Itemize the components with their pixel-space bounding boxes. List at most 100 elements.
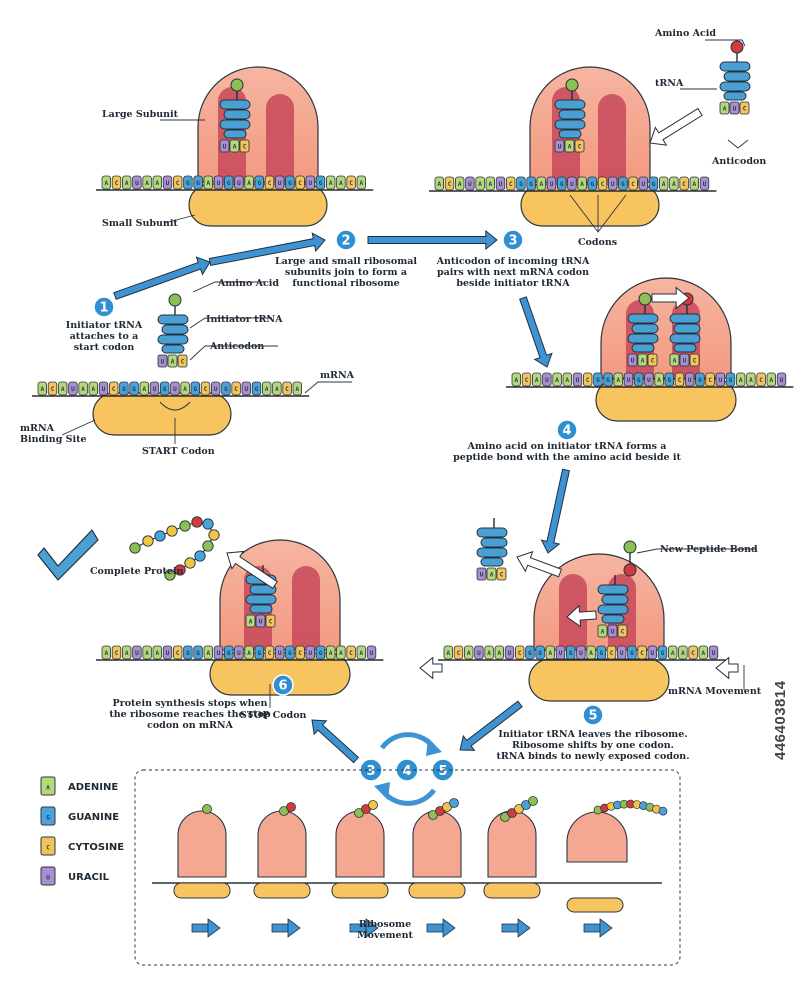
nucleotide-letter: U: [712, 650, 716, 657]
step-2-text: subunits join to form a: [285, 267, 407, 278]
nucleotide-letter: U: [214, 386, 218, 393]
nucleotide: [606, 645, 617, 660]
nucleotide: [495, 176, 506, 191]
anticodon-letter: C: [693, 358, 697, 365]
nucleotide-letter: A: [155, 650, 159, 657]
movement-arrow: [191, 923, 209, 933]
flow-arrow: [208, 232, 326, 267]
anticodon-letter: C: [578, 144, 582, 151]
nucleotide-letter: U: [166, 180, 170, 187]
flow-arrow: [540, 468, 571, 554]
nucleotide: [162, 645, 173, 660]
nucleotide: [525, 645, 535, 660]
nucleotide-letter: U: [579, 650, 583, 657]
nucleotide: [101, 645, 112, 660]
nucleotide: [159, 381, 170, 396]
mini-small-subunit: [408, 882, 466, 899]
trna-loop: [719, 81, 751, 92]
anticodon-letter: A: [568, 144, 572, 151]
nucleotide: [203, 175, 214, 190]
nucleotide: [674, 372, 685, 387]
nucleotide-letter: C: [268, 180, 272, 187]
nucleotide-letter: A: [145, 180, 149, 187]
nucleotide-letter: A: [339, 180, 343, 187]
nucleotide: [58, 381, 68, 396]
stock-id: 446403814: [772, 680, 789, 760]
legend-swatch: [40, 836, 56, 856]
nucleotide-letter: C: [349, 180, 353, 187]
nucleotide: [644, 372, 654, 387]
step-badge-5: 5: [582, 704, 604, 726]
step-circle: [502, 229, 524, 251]
nucleotide-letter: G: [224, 386, 228, 393]
nucleotide-letter: A: [339, 650, 343, 657]
nucleotide: [122, 175, 132, 190]
nucleotide: [577, 176, 587, 191]
nucleotide: [494, 645, 505, 660]
nucleotide: [708, 645, 719, 660]
anticodon-letter: U: [223, 144, 227, 151]
nucleotide: [526, 176, 536, 191]
label-stop-codon: STOP Codon: [240, 710, 307, 721]
legend-letter: U: [46, 875, 50, 882]
nucleotide-letter: U: [550, 181, 554, 188]
anticodon-base: [554, 139, 565, 153]
protein-residue: [129, 542, 141, 554]
nucleotide: [444, 176, 455, 191]
nucleotide-letter: A: [206, 180, 210, 187]
nucleotide-letter: A: [265, 386, 269, 393]
label-start-codon: START Codon: [142, 446, 215, 457]
trna-loop: [597, 604, 629, 615]
anticodon-letter: U: [161, 359, 165, 366]
nucleotide-letter: A: [671, 650, 675, 657]
anticodon-base: [647, 353, 658, 367]
nucleotide: [295, 645, 305, 660]
nucleotide: [111, 645, 122, 660]
trna-loop: [627, 313, 659, 324]
nucleotide-letter: G: [599, 650, 603, 657]
nucleotide: [254, 175, 265, 190]
step-5-text: Initiator tRNA leaves the ribosome.: [498, 729, 687, 740]
mini-ribosome: [177, 810, 227, 878]
nucleotide-letter: A: [749, 377, 753, 384]
nucleotide: [356, 175, 367, 190]
nucleotide-letter: G: [196, 180, 200, 187]
label-complete-protein: Complete Protein: [90, 566, 184, 577]
nucleotide-letter: A: [104, 180, 108, 187]
nucleotide: [162, 175, 173, 190]
nucleotide-letter: G: [667, 377, 671, 384]
label-ribosome-movement: Ribosome: [359, 919, 411, 930]
nucleotide: [336, 645, 346, 660]
nucleotide-letter: G: [529, 181, 533, 188]
mini-ribosome: [335, 810, 385, 878]
nucleotide-letter: G: [122, 386, 126, 393]
trna-loop: [476, 527, 508, 538]
nucleotide-letter: U: [650, 650, 654, 657]
trna-loop: [249, 584, 277, 595]
nucleotide: [251, 381, 262, 396]
label-mrna-binding-site: mRNA: [20, 423, 55, 434]
anticodon-letter: C: [500, 572, 504, 579]
movement-arrowhead: [442, 918, 456, 938]
nucleotide-letter: G: [661, 650, 665, 657]
small-subunit-shape: [528, 658, 670, 702]
movement-arrow: [583, 923, 601, 933]
trna-loop: [219, 99, 251, 110]
leader-line: [164, 214, 196, 224]
nucleotide-letter: G: [630, 650, 634, 657]
label-initiator-trna: Initiator tRNA: [206, 314, 283, 325]
anticodon-base: [637, 353, 648, 367]
nucleotide: [111, 175, 122, 190]
nucleotide-letter: G: [652, 181, 656, 188]
nucleotide-letter: A: [247, 180, 251, 187]
nucleotide: [557, 176, 567, 191]
nucleotide-letter: A: [145, 650, 149, 657]
nucleotide-letter: G: [528, 650, 532, 657]
nucleotide: [516, 176, 526, 191]
trna-loop: [157, 334, 189, 345]
